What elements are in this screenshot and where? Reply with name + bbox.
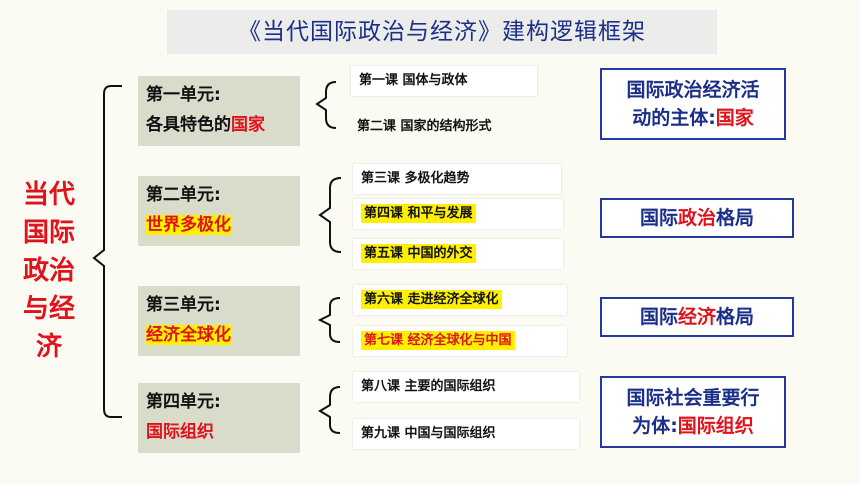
lesson-3: 第三课 多极化趋势 [353,164,561,194]
lesson-2-label: 第二课 国家的结构形式 [357,119,492,134]
unit-2-theme: 世界多极化 [146,210,292,240]
unit-3-number: 第三单元: [146,295,221,315]
unit1-brace [315,81,337,129]
root-label-line: 国际 [22,218,75,248]
unit-3-theme: 经济全球化 [146,320,292,350]
unit-4-theme: 国际组织 [146,417,292,447]
unit-1-number: 第一单元: [146,85,221,105]
lesson-7: 第七课 经济全球化与中国 [353,326,567,356]
unit-2-theme-keyword: 世界多极化 [146,215,231,235]
lesson-6-label: 第六课 走进经济全球化 [361,290,502,309]
lesson-1-label: 第一课 国体与政体 [359,73,468,88]
unit-1-theme-prefix: 各具特色的 [146,115,231,135]
result-3-keyword: 经济 [677,306,716,328]
unit-1-theme: 各具特色的国家 [146,110,292,140]
unit4-brace [318,386,341,434]
result-1-line1: 国际政治经济活 [626,79,760,101]
main-bracket [92,85,122,418]
lesson-1: 第一课 国体与政体 [351,66,537,96]
lesson-8-label: 第八课 主要的国际组织 [361,379,496,394]
result-4-prefix: 为体: [632,415,678,437]
lesson-7-label: 第七课 经济全球化与中国 [361,331,515,350]
lesson-9: 第九课 中国与国际组织 [353,419,579,449]
result-box-2: 国际政治格局 [600,198,794,238]
result-3-suffix: 格局 [716,306,755,328]
result-4-keyword: 国际组织 [677,415,754,437]
lesson-4: 第四课 和平与发展 [353,199,563,229]
unit-1-theme-keyword: 国家 [231,115,265,135]
unit-4-theme-keyword: 国际组织 [146,422,214,442]
unit-2-number: 第二单元: [146,185,221,205]
unit-2-box: 第二单元: 世界多极化 [138,176,300,246]
root-label: 当代 国际 政治 与经 济 [16,176,82,366]
unit-1-box: 第一单元: 各具特色的国家 [138,76,300,146]
result-4-line1: 国际社会重要行 [626,387,760,409]
unit-3-theme-keyword: 经济全球化 [146,325,231,345]
unit-4-box: 第四单元: 国际组织 [138,383,300,453]
lesson-5: 第五课 中国的外交 [353,239,563,269]
result-1-line2: 动的主体:国家 [602,104,784,132]
result-box-4: 国际社会重要行 为体:国际组织 [600,376,786,448]
lesson-6: 第六课 走进经济全球化 [353,285,567,315]
result-box-1: 国际政治经济活 动的主体:国家 [600,68,786,140]
root-label-line: 当代 [22,180,75,210]
root-label-line: 济 [35,332,62,362]
lesson-3-label: 第三课 多极化趋势 [361,171,470,186]
result-1-prefix: 动的主体: [632,107,716,129]
result-2-prefix: 国际 [639,207,678,229]
unit3-brace [317,297,341,343]
unit-4-number: 第四单元: [146,392,221,412]
unit2-brace [318,177,342,253]
result-2-suffix: 格局 [716,207,755,229]
lesson-5-label: 第五课 中国的外交 [361,244,476,263]
result-1-keyword: 国家 [715,107,754,129]
result-box-3: 国际经济格局 [600,297,794,337]
page-title: 《当代国际政治与经济》建构逻辑框架 [167,10,717,54]
lesson-8: 第八课 主要的国际组织 [353,372,579,402]
lesson-2: 第二课 国家的结构形式 [349,112,559,142]
root-label-line: 政治 [22,256,75,286]
lesson-4-label: 第四课 和平与发展 [361,204,476,223]
root-label-line: 与经 [22,294,75,324]
result-4-line2: 为体:国际组织 [602,412,784,440]
unit-3-box: 第三单元: 经济全球化 [138,286,300,356]
lesson-9-label: 第九课 中国与国际组织 [361,426,496,441]
result-3-prefix: 国际 [639,306,678,328]
result-2-keyword: 政治 [677,207,716,229]
